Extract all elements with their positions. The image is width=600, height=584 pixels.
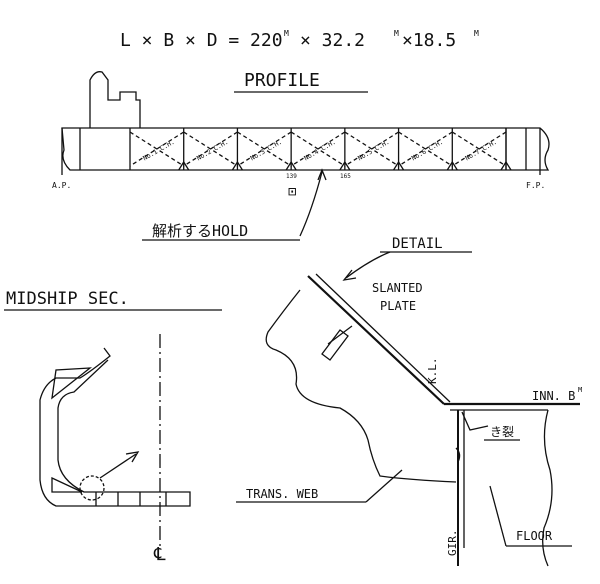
slanted-plate-label: SLANTED (372, 281, 423, 295)
cargo-holds: No.1 C.H. No.2 C.H. No.3 C.H. No.4 C.H. No.5… (129, 128, 512, 171)
knuckle-line-label: K.L. (426, 358, 439, 385)
unit-mark-2: M (394, 29, 399, 38)
hold-brace (183, 131, 238, 167)
hold-label: No.7 C.H. (464, 138, 499, 163)
hold-brace (129, 131, 185, 167)
hold-label: No.4 C.H. (303, 138, 338, 163)
profile-view: PROFILE No.1 C.H. No.2 C.H. No.3 C.H. No.4 … (52, 70, 550, 241)
callout-arrow (317, 168, 327, 181)
midship-section: MIDSHIP SEC. ℄ (4, 289, 222, 565)
bulkhead-stool (446, 160, 458, 171)
stiffener (321, 329, 349, 361)
dimension-text-2: × 32.2 (300, 30, 365, 51)
centerline-mark: ℄ (153, 544, 166, 565)
crack-mark (455, 447, 461, 463)
detail-arrow-line (99, 453, 137, 479)
frame-label-b: 165 (340, 173, 351, 180)
floor-leader (489, 485, 507, 547)
hopper-tank (51, 476, 83, 493)
detail-circle (79, 475, 105, 501)
midship-title: MIDSHIP SEC. (6, 289, 129, 309)
callout-leader (299, 171, 323, 237)
hold-callout-label: 解析するHOLD (152, 222, 248, 240)
hull-section (39, 347, 191, 507)
hold-label: No.6 C.H. (410, 138, 445, 163)
slanted-plate (307, 275, 445, 405)
fp-label: F.P. (526, 181, 545, 190)
hold-brace (290, 131, 346, 167)
slanted-plate-inner (315, 273, 451, 403)
cargo-hold: No.1 C.H. (129, 128, 190, 171)
ap-label: A.P. (52, 181, 71, 190)
detail-leader (345, 251, 391, 279)
dimension-text-3: ×18.5 (402, 30, 456, 51)
bulkhead-stool (393, 160, 405, 171)
topside-tank (51, 367, 93, 400)
hold-brace (451, 131, 507, 167)
trans-web-label: TRANS. WEB (246, 487, 318, 501)
hold-label: No.2 C.H. (195, 138, 230, 163)
hold-label: No.5 C.H. (356, 138, 391, 163)
detail-arrow-head (125, 451, 140, 463)
dimension-header: L × B × D = 220 M × 32.2 M ×18.5 M (120, 29, 479, 51)
hold-label: No.1 C.H. (142, 138, 177, 163)
hold-brace (344, 131, 399, 167)
stiffener-flange (327, 325, 353, 345)
cargo-hold: No.7 C.H. (451, 128, 512, 171)
detail-view: DETAIL SLANTED PLATE K.L. INN. B M き裂 TR… (236, 236, 582, 567)
inner-bottom-label: INN. B (532, 389, 575, 403)
slanted-plate-label-2: PLATE (380, 299, 416, 313)
cargo-hold: No.5 C.H. (344, 128, 405, 171)
cargo-hold: No.6 C.H. (398, 128, 458, 171)
cargo-hold: No.3 C.H. (237, 128, 297, 171)
cargo-hold: No.2 C.H. (183, 128, 243, 171)
hold-brace (398, 131, 453, 167)
hull-outline (61, 127, 550, 171)
dimension-text: L × B × D = 220 (120, 30, 283, 51)
floor-label: FLOOR (516, 529, 553, 543)
floor-break (542, 409, 553, 567)
frame-label-a: 139 (286, 173, 297, 180)
unit-mark-3: M (474, 29, 479, 38)
cargo-hold: No.4 C.H. (290, 128, 351, 171)
detail-title: DETAIL (392, 236, 443, 252)
crack-leader (461, 411, 489, 431)
profile-title: PROFILE (244, 70, 320, 91)
crack-label: き裂 (490, 425, 514, 439)
inner-bottom-unit: M (578, 386, 582, 394)
bulkhead-stool (231, 160, 243, 171)
trans-web-outline (265, 289, 457, 483)
hold-label: No.3 C.H. (249, 138, 284, 163)
girder-label: GIR. (446, 530, 459, 557)
unit-mark-1: M (284, 29, 289, 38)
superstructure (89, 71, 141, 128)
detail-arrow (342, 269, 357, 281)
bulkhead-stool (285, 160, 297, 171)
midship-mark: ⊡ (288, 184, 297, 200)
trans-web-leader (365, 469, 403, 503)
bulkhead-stool (339, 160, 351, 171)
bulkhead-stool (178, 160, 190, 171)
hold-brace (237, 131, 292, 167)
